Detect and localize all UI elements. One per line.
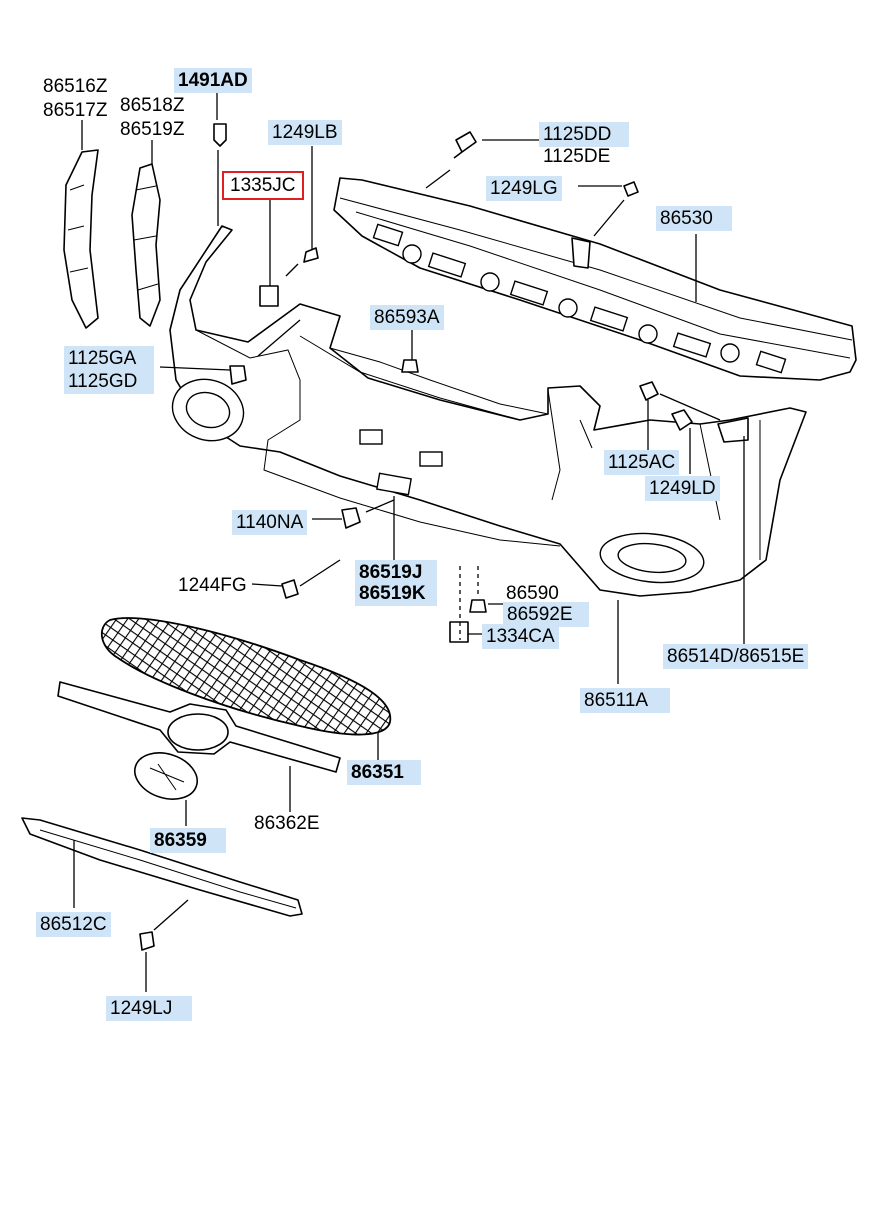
label-86590[interactable]: 86590	[506, 583, 559, 604]
label-86530[interactable]: 86530	[656, 206, 732, 231]
leader-lines	[73, 90, 745, 992]
label-86351[interactable]: 86351	[347, 760, 421, 785]
label-1125ac[interactable]: 1125AC	[604, 450, 680, 475]
label-1334ca[interactable]: 1334CA	[482, 624, 559, 649]
label-86518z[interactable]: 86518Z	[120, 95, 185, 116]
label-1491ad[interactable]: 1491AD	[174, 68, 252, 93]
label-1125dd[interactable]: 1125DD	[539, 122, 629, 147]
label-86519j[interactable]: 86519J	[355, 560, 437, 585]
grille-mesh[interactable]	[101, 617, 392, 736]
fasteners	[139, 123, 693, 951]
label-86511a[interactable]: 86511A	[580, 688, 670, 713]
label-86359[interactable]: 86359	[150, 828, 226, 853]
side-bracket-left[interactable]	[63, 149, 99, 329]
label-86519k[interactable]: 86519K	[355, 581, 437, 606]
label-1249lb[interactable]: 1249LB	[268, 120, 342, 145]
label-86362e[interactable]: 86362E	[254, 813, 320, 834]
label-86519z[interactable]: 86519Z	[120, 119, 185, 140]
label-1335jc-selected[interactable]: 1335JC	[222, 171, 304, 200]
label-86592e[interactable]: 86592E	[503, 602, 589, 627]
label-1249ld[interactable]: 1249LD	[645, 476, 720, 501]
label-1249lg[interactable]: 1249LG	[486, 176, 562, 201]
bumper-beam[interactable]	[333, 177, 857, 381]
label-1140na[interactable]: 1140NA	[232, 510, 308, 535]
label-86516z[interactable]: 86516Z	[43, 76, 108, 97]
label-1249lj[interactable]: 1249LJ	[106, 996, 192, 1021]
label-86514d-86515e[interactable]: 86514D/86515E	[663, 644, 809, 669]
label-86512c[interactable]: 86512C	[36, 912, 111, 937]
label-86593a[interactable]: 86593A	[370, 305, 444, 330]
label-1125ga[interactable]: 1125GA	[64, 346, 154, 371]
label-86517z[interactable]: 86517Z	[43, 100, 108, 121]
label-1125gd[interactable]: 1125GD	[64, 369, 154, 394]
label-1125de[interactable]: 1125DE	[543, 146, 611, 167]
label-1244fg[interactable]: 1244FG	[178, 575, 247, 596]
bumper-cover[interactable]	[164, 225, 807, 597]
